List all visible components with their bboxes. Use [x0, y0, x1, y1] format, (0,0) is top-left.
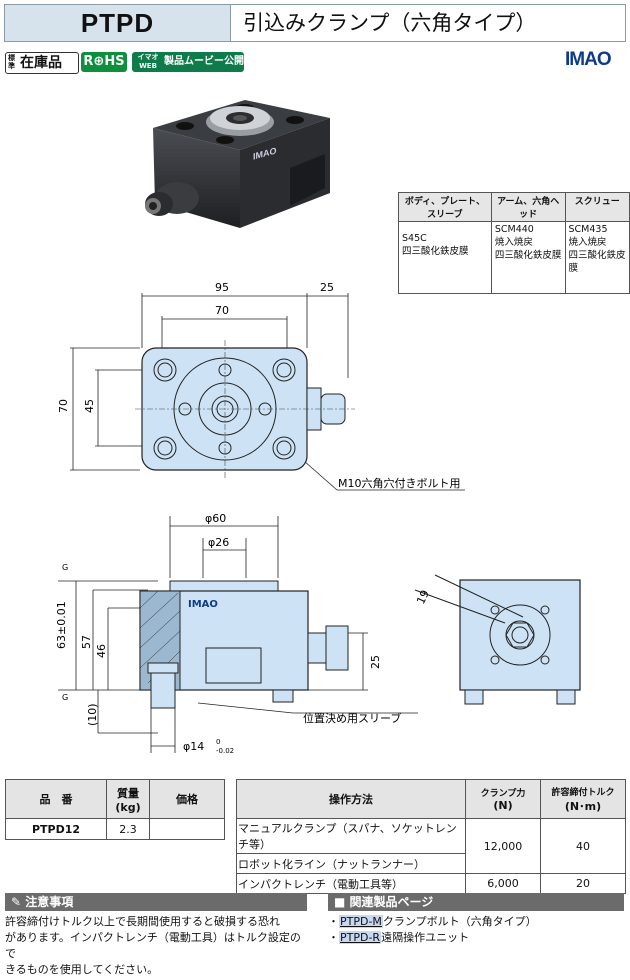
- callout-bolt: M10六角穴付きボルト用: [338, 476, 461, 490]
- related-link-ptpd-r[interactable]: PTPD-R: [339, 931, 382, 944]
- operation-table: 操作方法 クランプ力(N) 許容締付トルク(N･m) マニュアルクランプ（スパナ…: [236, 779, 626, 894]
- spec-header-part: 品 番: [5, 779, 107, 819]
- op-method: マニュアルクランプ（スパナ、ソケットレンチ等）: [236, 818, 466, 854]
- table-row: マニュアルクランプ（スパナ、ソケットレンチ等） 12,000 40: [236, 818, 626, 874]
- product-title: 引込みクランプ（六角タイプ）: [243, 11, 537, 35]
- brand-logo: IMAO: [565, 49, 612, 70]
- side-view-drawing: IMAO φ60 φ26 63±0.01 57 46 (10) 25 φ14 0…: [55, 512, 418, 755]
- notes-title-bar: ✎ 注意事項: [5, 893, 307, 911]
- material-header: スクリュー: [564, 192, 630, 222]
- top-view-drawing: 95 70 25 70 45 M10六角穴付きボルト用: [57, 281, 465, 491]
- notes-line: があります。インパクトレンチ（電動工具）はトルク設定ので: [5, 931, 301, 960]
- movie-badge[interactable]: イマオ WEB 製品ムービー公開: [132, 52, 244, 72]
- spec-table: 品 番 質量(kg) 価格 PTPD12 2.3: [5, 779, 225, 840]
- spec-price: [149, 818, 225, 840]
- op-header-method: 操作方法: [236, 779, 466, 819]
- related-title: 関連製品ページ: [349, 895, 434, 909]
- table-row: PTPD12 2.3: [5, 818, 225, 840]
- movie-badge-small: イマオ WEB: [137, 53, 159, 70]
- notes-line: 許容締付けトルク以上で長期間使用すると破損する恐れ: [5, 915, 280, 928]
- dim-95: 95: [215, 281, 229, 294]
- dim-phi14-tol-low: -0.02: [216, 747, 234, 755]
- op-header-force: クランプ力(N): [465, 779, 541, 819]
- dim-46: 46: [95, 644, 108, 658]
- related-list: ・PTPD-Mクランプボルト（六角タイプ） ・PTPD-R遠隔操作ユニット: [328, 914, 537, 946]
- op-force: 6,000: [465, 873, 541, 894]
- product-photo: IMAO: [145, 100, 330, 228]
- dim-57: 57: [80, 635, 93, 649]
- table-row: ロボット化ライン（ナットランナー）: [236, 853, 626, 874]
- material-header: アーム、六角ヘッド: [490, 192, 566, 222]
- spec-header-price: 価格: [149, 779, 225, 819]
- dim-25b: 25: [369, 655, 382, 669]
- side-view-logo: IMAO: [188, 599, 218, 610]
- spec-header-mass: 質量(kg): [106, 779, 150, 819]
- page-header: PTPD 引込みクランプ（六角タイプ）: [4, 4, 626, 42]
- op-method: ロボット化ライン（ナットランナー）: [236, 853, 466, 874]
- callout-sleeve: 位置決め用スリーブ: [303, 711, 401, 725]
- stock-badge: 標準 在庫品: [5, 52, 79, 74]
- related-item: ・PTPD-Mクランプボルト（六角タイプ）: [328, 915, 537, 928]
- dim-phi14-tol-up: 0: [216, 738, 220, 746]
- notes-line: きるものを使用してください。: [5, 963, 159, 976]
- stock-badge-label: 在庫品: [20, 55, 62, 71]
- material-header: ボディ、プレート、スリーブ: [398, 192, 492, 222]
- movie-badge-label: 製品ムービー公開: [164, 56, 244, 67]
- dim-phi14: φ14: [183, 740, 204, 753]
- dim-70: 70: [215, 304, 229, 317]
- op-method: インパクトレンチ（電動工具等）: [236, 873, 466, 894]
- dim-hex: 19: [414, 588, 432, 606]
- related-link-ptpd-m[interactable]: PTPD-M: [339, 915, 383, 928]
- dim-63: 63±0.01: [55, 601, 68, 649]
- dim-phi26: φ26: [208, 536, 229, 549]
- geo-tol-g-bottom: G: [62, 693, 68, 702]
- dim-10: (10): [86, 703, 99, 726]
- product-code: PTPD: [5, 5, 231, 41]
- dim-25: 25: [320, 281, 334, 294]
- pencil-icon: ✎: [11, 895, 22, 909]
- notes-body: 許容締付けトルク以上で長期間使用すると破損する恐れ があります。インパクトレンチ…: [5, 914, 305, 978]
- geo-tol-g-top: G: [62, 563, 68, 572]
- related-item: ・PTPD-R遠隔操作ユニット: [328, 931, 470, 944]
- spec-mass: 2.3: [106, 818, 150, 840]
- op-header-torque: 許容締付トルク(N･m): [540, 779, 626, 819]
- dim-phi60: φ60: [205, 512, 226, 525]
- op-torque: 20: [540, 873, 626, 894]
- op-force: 12,000: [465, 818, 541, 874]
- dim-h45: 45: [83, 399, 96, 413]
- op-torque: 40: [540, 818, 626, 874]
- square-icon: ■: [334, 895, 346, 909]
- spec-part: PTPD12: [5, 818, 107, 840]
- dim-h70: 70: [57, 399, 70, 413]
- end-view-drawing: 19: [414, 574, 581, 705]
- stock-badge-small: 標準: [8, 54, 15, 70]
- table-row: インパクトレンチ（電動工具等） 6,000 20: [236, 873, 626, 894]
- notes-title: 注意事項: [25, 895, 74, 909]
- related-title-bar: ■ 関連製品ページ: [328, 893, 624, 911]
- rohs-badge: R⊕HS: [81, 52, 127, 72]
